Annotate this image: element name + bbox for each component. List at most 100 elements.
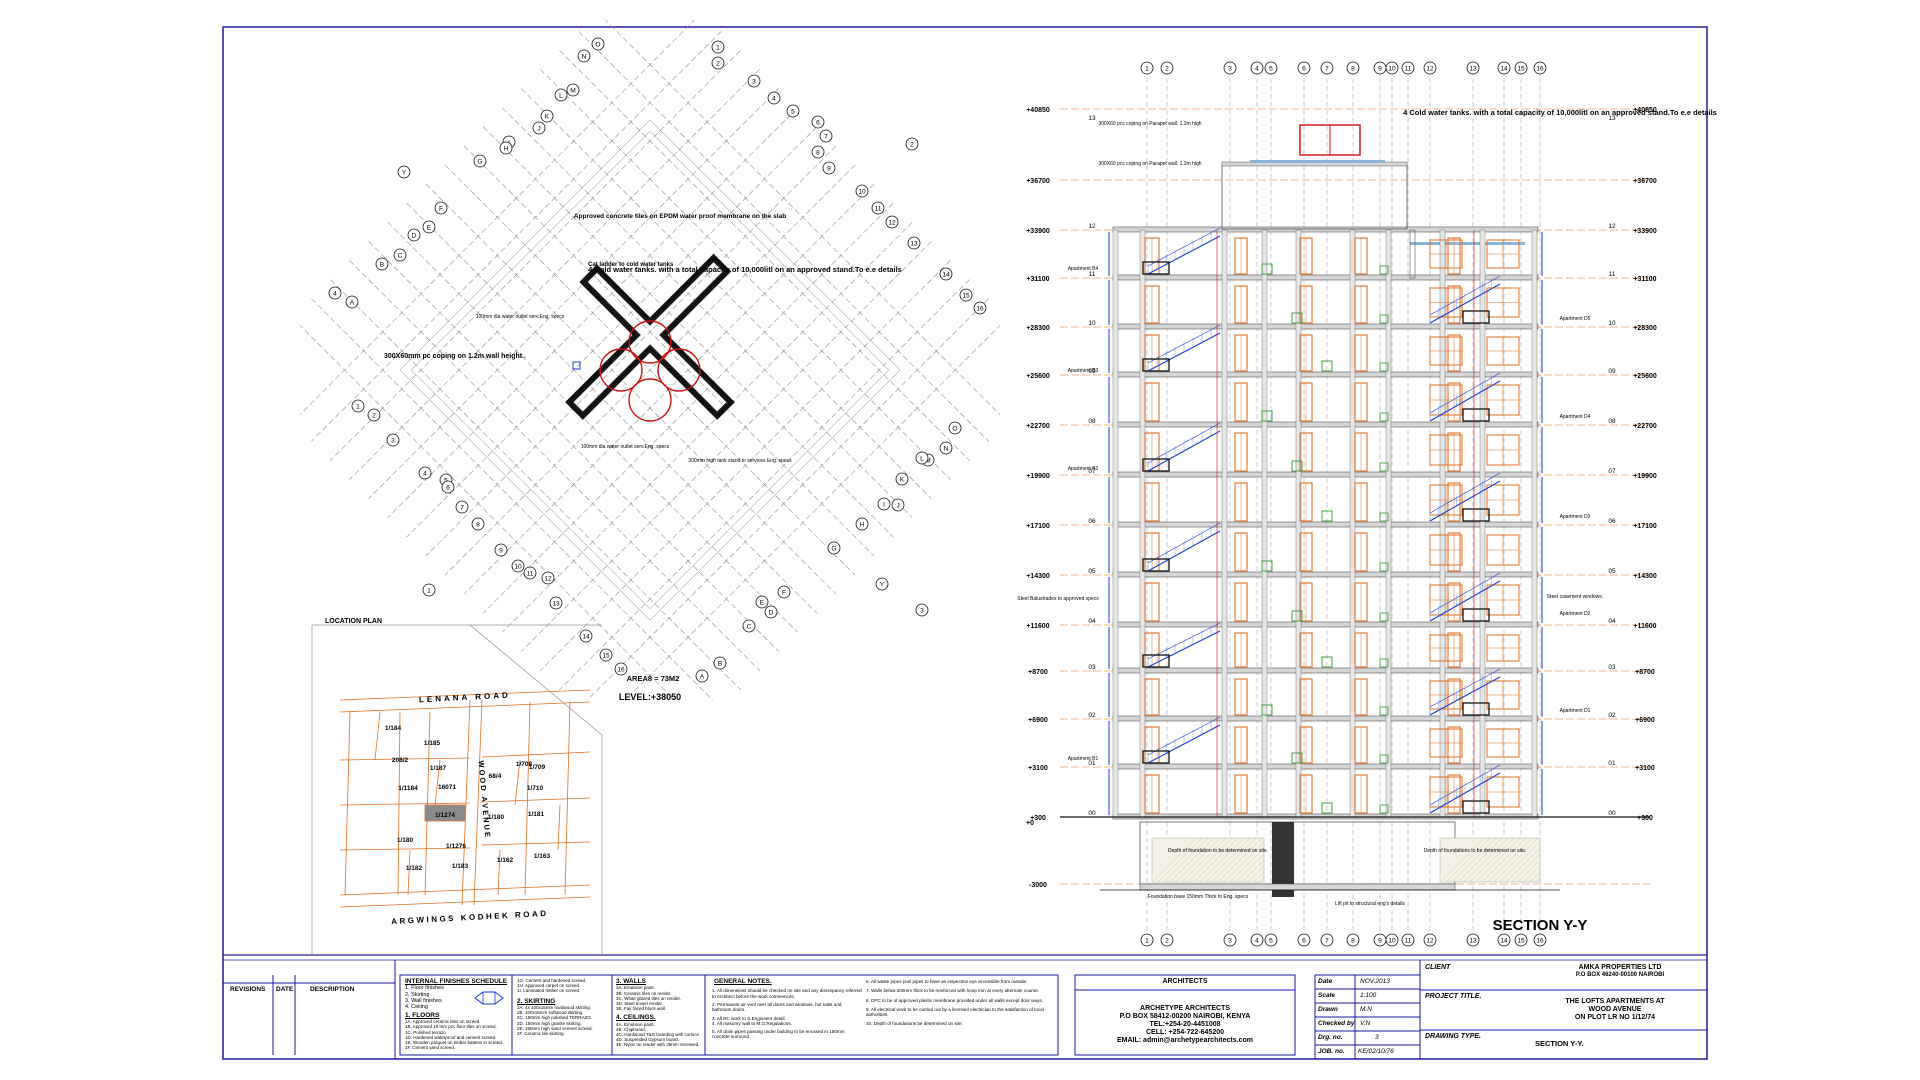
- grid-bubble-label: D: [412, 233, 417, 240]
- meta-scale: 1:100: [1360, 992, 1377, 999]
- grid-bubble-label: 1: [356, 404, 360, 411]
- general-note: 7. Walls below 200mm thick to be reinfor…: [866, 988, 1039, 994]
- level-left: +19900: [1026, 473, 1050, 480]
- roof-plan: ONMLKJIHGYFEDCBA412345678910111213141516…: [300, 20, 1000, 700]
- floor-number-right: 06: [1608, 518, 1616, 525]
- walls-ceilings: 3. WALLS 3A. Emulsion paint. 3B. Ceramic…: [616, 978, 704, 1048]
- level-left: +11600: [1026, 623, 1049, 630]
- architects-tel: TEL:+254-20-4451008: [1149, 1021, 1221, 1029]
- meta-checked-label: Checked by: [1318, 1020, 1355, 1027]
- grid-bubble-label: 9: [1378, 938, 1382, 945]
- grid-bubble-label: 6: [1302, 66, 1306, 73]
- grid-bubble-label: 4: [1255, 66, 1259, 73]
- tank-east: [657, 348, 701, 392]
- sheet-border: [222, 26, 1708, 1060]
- wall-column: [1221, 229, 1228, 818]
- road-lenana: LENANA ROAD: [419, 691, 511, 705]
- section-grid-bubble-top: 7: [1320, 61, 1334, 75]
- grid-bubble-label: E: [427, 225, 432, 232]
- grid-bubble-label: 15: [962, 293, 970, 300]
- level-left: +33900: [1026, 228, 1050, 235]
- floor-number-left: 09: [1088, 368, 1096, 375]
- road-boundary: [481, 841, 591, 846]
- grid-bubble-upper-right: 14: [939, 267, 953, 281]
- meta-drawn: M.N: [1360, 1006, 1372, 1013]
- grid-bubble-lower-right: D: [764, 605, 778, 619]
- road-boundary: [481, 797, 591, 803]
- section-grid-bubble-bottom: 5: [1264, 933, 1278, 947]
- grid-bubble-label: 7: [824, 134, 828, 141]
- plot-label: 1/180: [488, 814, 505, 821]
- grid-bubble-lower-left: 7: [455, 500, 469, 514]
- section-grid-bubble-bottom: 4: [1250, 933, 1264, 947]
- stair-symbol-icon: [474, 991, 504, 1005]
- grid-bubble-upper-left: N: [577, 49, 591, 63]
- finish-item: 1. Floor finishes: [405, 985, 444, 992]
- floor-number-left: 06: [1088, 518, 1096, 525]
- revisions-label: REVISIONS: [230, 986, 266, 993]
- apartment-label: Apartment D2: [1560, 611, 1591, 617]
- section-grid-bubble-top: 1: [1140, 61, 1154, 75]
- grid-bubble-upper-left: F: [434, 201, 448, 215]
- grid-bubble-label: 16: [617, 667, 625, 674]
- equipment: [1142, 654, 1170, 668]
- section-grid-bubble-bottom: 12: [1423, 933, 1437, 947]
- grid-bubble-label: A: [350, 300, 355, 307]
- tank-south: [628, 378, 672, 422]
- finishes-title: INTERNAL FINISHES SCHEDULE: [405, 978, 508, 985]
- road-boundary: [397, 711, 401, 896]
- level-right: +300: [1637, 815, 1653, 822]
- grid-bubble-upper-right: 12: [885, 215, 899, 229]
- fixture: [1261, 704, 1273, 716]
- level-left: +8700: [1028, 669, 1048, 676]
- fixture: [1261, 263, 1273, 275]
- date-label: DATE: [276, 986, 294, 993]
- floor-number-right: 02: [1608, 712, 1616, 719]
- equipment: [1462, 608, 1490, 622]
- section-grid-bubble-top: 3: [1223, 61, 1237, 75]
- architects-title: ARCHITECTS: [1162, 978, 1208, 985]
- road-boundary: [339, 701, 591, 713]
- floors-title: 1. FLOORS: [405, 1011, 440, 1019]
- skirting-item: 2F. Ceramic tile skirting.: [517, 1030, 565, 1036]
- grid-bubble-lower-left: 15: [599, 648, 613, 662]
- floor-number-right: 13: [1608, 115, 1616, 122]
- section-note-windows: Steel casement windows.: [1547, 594, 1603, 600]
- level-left: +17100: [1026, 523, 1050, 530]
- plot-label: 16071: [438, 784, 456, 791]
- section-y-y: +40850+36700+33900+31100+28300+25600+227…: [1026, 61, 1657, 947]
- grid-bubble-label: O: [952, 426, 957, 433]
- plot-label: 1/182: [406, 865, 423, 872]
- grid-bubble-upper-right: 16: [973, 301, 987, 315]
- grid-bubble-label: 13: [552, 601, 560, 608]
- skirting-item: 2D. 150mm high granite skirting.: [517, 1020, 582, 1026]
- foundation-hatch: [1151, 837, 1265, 883]
- location-plan-title: LOCATION PLAN: [325, 618, 382, 625]
- floor-number-left: 13: [1088, 115, 1096, 122]
- fixture: [1321, 360, 1333, 372]
- grid-bubble-upper-left: Y: [397, 165, 411, 179]
- skirting-item: 2C. 150mm high polished TERRAZO.: [517, 1015, 592, 1021]
- grid-bubble-upper-right: 3: [747, 74, 761, 88]
- grid-bubble-upper-right: 2: [711, 56, 725, 70]
- plot-label: 1/162: [497, 857, 514, 864]
- grid-bubble-label: 2: [910, 142, 914, 149]
- floor-item: 1H. Approved carpet on screed.: [517, 983, 581, 989]
- general-note: 5. All drain pipes passing under buildin…: [712, 1029, 845, 1040]
- general-note: 4. All masonry wall to M.O.Regulations.: [712, 1020, 792, 1026]
- level-right: +25600: [1633, 373, 1657, 380]
- architects-name: ARCHETYPE ARCHITECTS: [1140, 1005, 1230, 1012]
- grid-bubble-label: 8: [816, 150, 820, 157]
- grid-bubble-upper-left: 4: [328, 286, 342, 300]
- grid-bubble-upper-right: 1: [711, 40, 725, 54]
- road-boundary: [344, 711, 351, 896]
- floor-item: 1E. Wooden parquet on timber battens in …: [405, 1039, 503, 1045]
- section-note-coping-1: 300X60 pcc coping on Parapet wall, 1.2m …: [1098, 161, 1201, 167]
- grid-bubble-lower-left: 1: [422, 583, 436, 597]
- skirting-item: 2B. 100x15mm softwood skirting.: [517, 1010, 584, 1016]
- grid-bubble-lower-right: 3: [915, 603, 929, 617]
- grid-bubble-lower-right: H: [855, 517, 869, 531]
- fixture: [1321, 802, 1333, 814]
- grid-bubble-upper-left: A: [345, 295, 359, 309]
- location-plan: LOCATION PLAN LENANA ROAD ARGWINGS KODHE…: [311, 618, 603, 955]
